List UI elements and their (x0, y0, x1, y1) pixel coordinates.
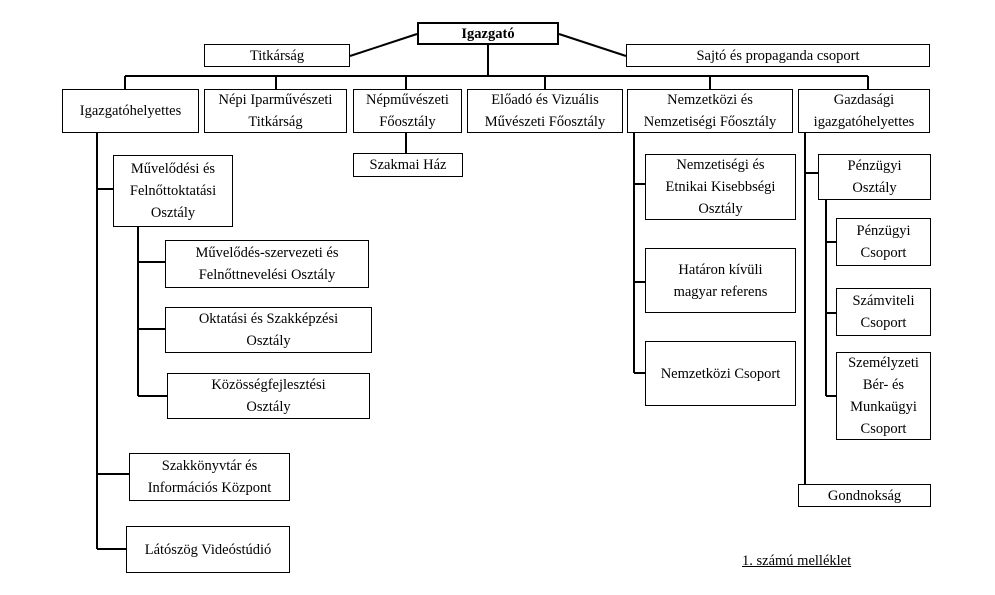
ethnic-minority-dept-label: Nemzetiségi és Etnikai Kisebbségi Osztál… (665, 157, 776, 217)
deputy-director-box: Igazgatóhelyettes (62, 89, 199, 133)
international-dept-label: Nemzetközi és Nemzetiségi Főosztály (643, 92, 777, 130)
folk-crafts-secretariat-label: Népi Iparművészeti Titkárság (218, 92, 333, 130)
folk-crafts-secretariat-box: Népi Iparművészeti Titkárság (204, 89, 347, 133)
hr-group-label: Személyzeti Bér- és Munkaügyi Csoport (848, 355, 919, 437)
accounting-group-box: Számviteli Csoport (836, 288, 931, 336)
video-studio-label: Látószög Videóstúdió (144, 541, 272, 558)
professional-house-box: Szakmai Ház (353, 153, 463, 177)
facilities-box: Gondnokság (798, 484, 931, 507)
secretariat-label: Titkárság (249, 47, 305, 64)
culture-adult-dept-box: Művelődési és Felnőttoktatási Osztály (113, 155, 233, 227)
performing-visual-dept-box: Előadó és Vizuális Művészeti Főosztály (467, 89, 623, 133)
economic-deputy-label: Gazdasági igazgatóhelyettes (813, 92, 915, 130)
folk-arts-dept-box: Népművészeti Főosztály (353, 89, 462, 133)
culture-adult-dept-label: Művelődési és Felnőttoktatási Osztály (129, 161, 217, 221)
community-dept-label: Közösségfejlesztési Osztály (211, 377, 326, 415)
library-center-label: Szakkönyvtár és Információs Központ (147, 458, 272, 496)
library-center-box: Szakkönyvtár és Információs Központ (129, 453, 290, 501)
director-box: Igazgató (417, 22, 559, 45)
cross-border-referent-box: Határon kívüli magyar referens (645, 248, 796, 313)
press-group-box: Sajtó és propaganda csoport (626, 44, 930, 67)
secretariat-box: Titkárság (204, 44, 350, 67)
performing-visual-dept-label: Előadó és Vizuális Művészeti Főosztály (484, 92, 606, 130)
cross-border-referent-label: Határon kívüli magyar referens (673, 261, 768, 300)
education-dept-label: Oktatási és Szakképzési Osztály (198, 311, 339, 349)
finance-group-label: Pénzügyi Csoport (856, 223, 911, 261)
economic-deputy-box: Gazdasági igazgatóhelyettes (798, 89, 930, 133)
international-dept-box: Nemzetközi és Nemzetiségi Főosztály (627, 89, 793, 133)
annex-label: 1. számú melléklet (742, 553, 852, 569)
community-dept-box: Közösségfejlesztési Osztály (167, 373, 370, 419)
video-studio-box: Látószög Videóstúdió (126, 526, 290, 573)
professional-house-label: Szakmai Ház (369, 157, 447, 173)
ethnic-minority-dept-box: Nemzetiségi és Etnikai Kisebbségi Osztál… (645, 154, 796, 220)
folk-arts-dept-label: Népművészeti Főosztály (366, 92, 449, 130)
education-dept-box: Oktatási és Szakképzési Osztály (165, 307, 372, 353)
director-label: Igazgató (461, 25, 515, 42)
finance-dept-label: Pénzügyi Osztály (847, 158, 902, 196)
international-group-box: Nemzetközi Csoport (645, 341, 796, 406)
accounting-group-label: Számviteli Csoport (852, 293, 915, 331)
facilities-label: Gondnokság (827, 487, 902, 504)
finance-dept-box: Pénzügyi Osztály (818, 154, 931, 200)
finance-group-box: Pénzügyi Csoport (836, 218, 931, 266)
international-group-label: Nemzetközi Csoport (660, 365, 781, 382)
cultural-org-dept-label: Művelődés-szervezeti és Felnőttnevelési … (195, 245, 339, 283)
hr-group-box: Személyzeti Bér- és Munkaügyi Csoport (836, 352, 931, 440)
cultural-org-dept-box: Művelődés-szervezeti és Felnőttnevelési … (165, 240, 369, 288)
press-group-label: Sajtó és propaganda csoport (696, 47, 860, 64)
deputy-director-label: Igazgatóhelyettes (79, 103, 182, 119)
